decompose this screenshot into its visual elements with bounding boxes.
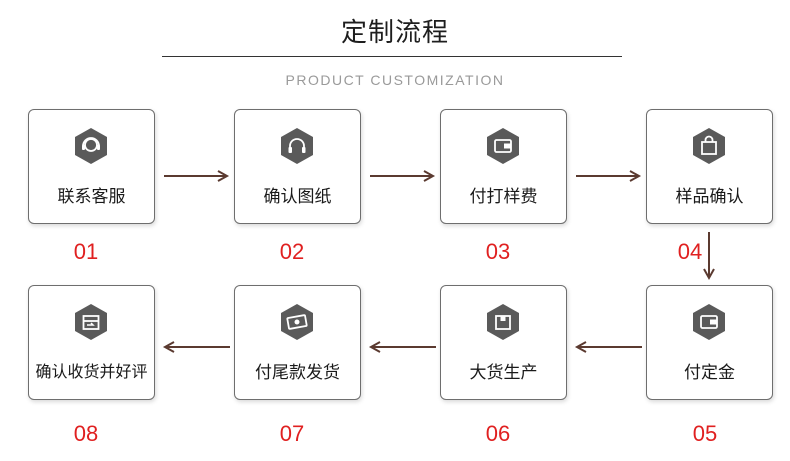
wallet-icon	[692, 303, 726, 341]
step-label: 样品确认	[675, 187, 744, 207]
step-number-03: 03	[485, 239, 511, 264]
step-card-06: 大货生产	[440, 285, 567, 400]
step-label: 联系客服	[57, 187, 126, 207]
step-card-07: 付尾款发货	[234, 285, 361, 400]
step-card-01: 联系客服	[28, 109, 155, 224]
step-number-06: 06	[485, 421, 511, 446]
package-icon	[486, 303, 520, 341]
step-label: 付打样费	[469, 187, 538, 207]
step-card-03: 付打样费	[440, 109, 567, 224]
arrow-left-icon	[574, 341, 642, 353]
step-label: 确认图纸	[263, 187, 332, 207]
step-number-02: 02	[279, 239, 305, 264]
arrow-down-icon	[703, 232, 715, 281]
step-card-04: 样品确认	[646, 109, 773, 224]
shopping-bag-icon	[692, 127, 726, 165]
delivery-box-icon	[74, 303, 108, 341]
step-card-05: 付定金	[646, 285, 773, 400]
step-number-01: 01	[73, 239, 99, 264]
arrow-right-icon	[370, 170, 436, 182]
step-label: 付尾款发货	[255, 363, 340, 383]
step-card-02: 确认图纸	[234, 109, 361, 224]
step-label: 付定金	[684, 363, 735, 383]
title-divider	[162, 56, 622, 57]
step-number-04: 04	[677, 239, 703, 264]
step-label: 确认收货并好评	[35, 362, 148, 381]
banknote-icon	[280, 303, 314, 341]
step-label: 大货生产	[469, 363, 538, 383]
step-card-08: 确认收货并好评	[28, 285, 155, 400]
headphones-icon	[280, 127, 314, 165]
step-number-08: 08	[73, 421, 99, 446]
wallet-icon	[486, 127, 520, 165]
step-number-07: 07	[279, 421, 305, 446]
customer-service-icon	[74, 127, 108, 165]
arrow-right-icon	[576, 170, 642, 182]
page-title: 定制流程	[340, 18, 449, 48]
arrow-left-icon	[368, 341, 436, 353]
arrow-left-icon	[162, 341, 230, 353]
step-number-05: 05	[692, 421, 718, 446]
arrow-right-icon	[164, 170, 230, 182]
page-subtitle: PRODUCT CUSTOMIZATION	[285, 72, 505, 88]
